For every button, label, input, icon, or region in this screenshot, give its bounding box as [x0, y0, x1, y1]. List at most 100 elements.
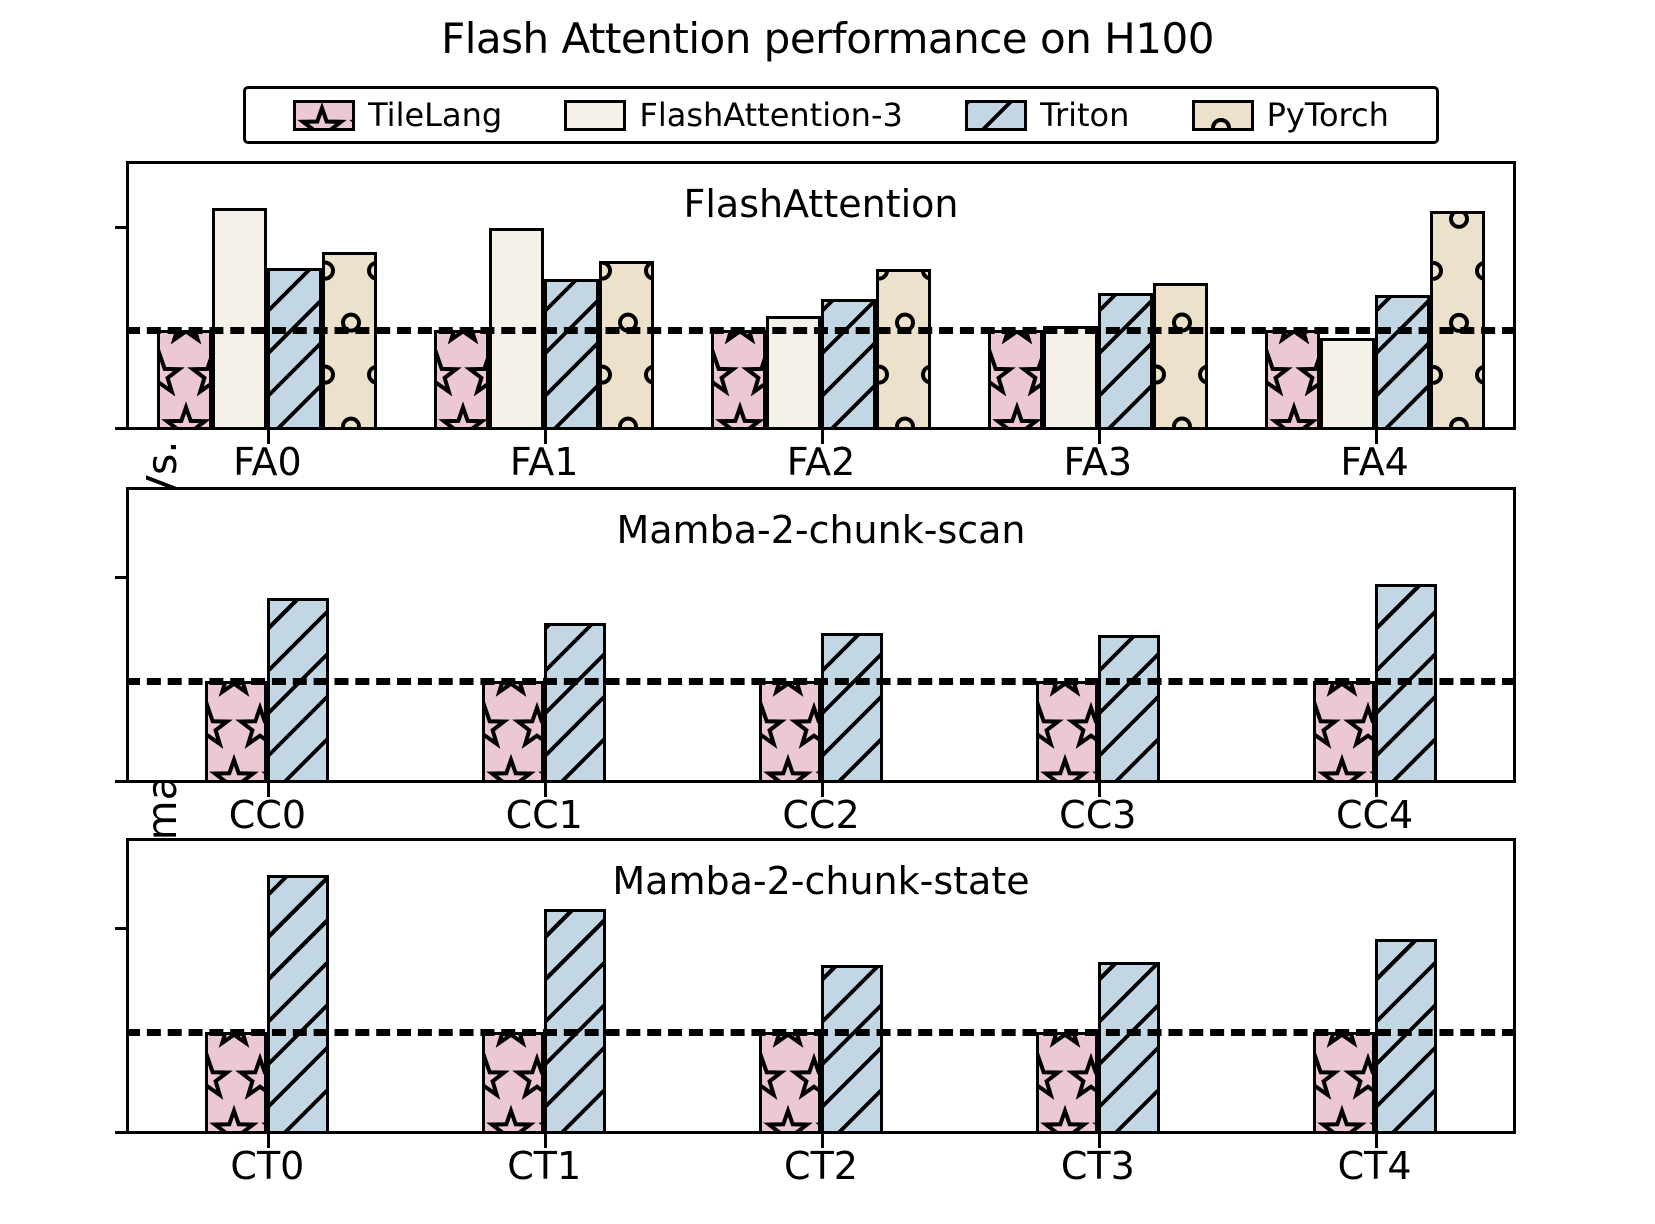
- legend-item-tilelang[interactable]: TileLang: [293, 96, 502, 134]
- reference-line-1x: [126, 678, 1516, 686]
- plot-area: 02CC0CC1CC2CC3CC4: [115, 490, 1516, 837]
- x-tick-label-cc2: CC2: [782, 793, 860, 837]
- x-tick-label-cc0: CC0: [228, 793, 307, 837]
- bar-ct1-triton: [544, 909, 607, 1134]
- x-tick: [821, 1134, 824, 1148]
- x-tick-label-cc1: CC1: [505, 793, 583, 837]
- bar-cc3-tilelang: [1035, 681, 1098, 783]
- x-tick: [267, 430, 271, 444]
- bar-ct4-triton: [1374, 938, 1437, 1134]
- diagonal-hatch: [824, 636, 880, 780]
- x-tick-label-ct3: CT3: [1060, 1144, 1135, 1188]
- diagonal-hatch: [547, 626, 604, 780]
- x-tick-label-fa1: FA1: [509, 440, 579, 484]
- diagonal-hatch: [270, 271, 320, 427]
- diagonal-hatch: [547, 912, 604, 1131]
- bar-fa0-flashattention-3: [212, 208, 268, 430]
- bar-cc2-triton: [821, 633, 883, 783]
- y-tick: [115, 927, 129, 931]
- bar-ct0-triton: [267, 874, 330, 1134]
- bar-fa4-pytorch: [1429, 211, 1485, 430]
- bar-fa2-tilelang: [711, 329, 766, 430]
- x-tick-label-cc3: CC3: [1059, 793, 1137, 837]
- x-tick: [821, 783, 824, 797]
- plot-area: 02CT0CT1CT2CT3CT4: [115, 841, 1516, 1188]
- legend-item-label: FlashAttention-3: [639, 96, 903, 134]
- x-tick: [821, 430, 824, 444]
- bar-ct2-tilelang: [759, 1032, 821, 1134]
- x-tick-label-ct1: CT1: [507, 1144, 582, 1188]
- x-tick: [267, 1134, 271, 1148]
- x-tick-label-fa2: FA2: [786, 440, 856, 484]
- x-tick: [544, 430, 548, 444]
- diagonal-hatch: [1100, 638, 1157, 780]
- y-tick: [115, 427, 129, 430]
- bar-fa4-tilelang: [1264, 329, 1320, 430]
- x-tick-label-ct0: CT0: [230, 1144, 305, 1188]
- swatch-plain-icon: [564, 99, 627, 131]
- subplot-mamba-2-chunk-scan: Mamba-2-chunk-scan02CC0CC1CC2CC3CC4: [115, 487, 1516, 837]
- reference-line-1x: [126, 326, 1516, 334]
- x-tick: [1097, 783, 1101, 797]
- bar-fa3-flashattention-3: [1042, 325, 1098, 430]
- x-tick: [544, 783, 548, 797]
- bar-fa2-triton: [821, 298, 876, 430]
- legend-item-label: PyTorch: [1266, 96, 1389, 134]
- diagonal-hatch: [1377, 941, 1434, 1131]
- diagonal-hatch: [968, 102, 1025, 128]
- reference-line-1x: [126, 1029, 1516, 1037]
- x-tick-label-fa4: FA4: [1340, 440, 1409, 484]
- y-tick: [115, 780, 129, 783]
- swatch-star-hatch-icon: [293, 99, 356, 131]
- diagonal-hatch: [1377, 297, 1427, 427]
- x-tick-label-fa3: FA3: [1063, 440, 1133, 484]
- bar-fa1-tilelang: [434, 329, 490, 430]
- y-tick: [115, 1131, 129, 1134]
- y-tick: [115, 576, 129, 580]
- subplot-mamba-2-chunk-state: Mamba-2-chunk-state02CT0CT1CT2CT3CT4: [115, 838, 1516, 1188]
- diagonal-hatch: [270, 877, 327, 1131]
- diagonal-hatch: [270, 600, 327, 780]
- bar-fa3-triton: [1097, 293, 1153, 430]
- x-tick: [1374, 430, 1378, 444]
- legend-item-label: Triton: [1040, 96, 1130, 134]
- bar-ct3-triton: [1097, 962, 1160, 1134]
- subplot-title: Mamba-2-chunk-scan: [616, 508, 1026, 552]
- chart-title: Flash Attention performance on H100: [441, 14, 1214, 63]
- bar-cc4-tilelang: [1312, 681, 1375, 783]
- diagonal-hatch: [547, 282, 597, 427]
- diagonal-hatch: [824, 301, 873, 427]
- legend-item-triton[interactable]: Triton: [965, 96, 1129, 134]
- bar-fa1-pytorch: [599, 261, 655, 430]
- swatch-diagonal-hatch-icon: [965, 99, 1028, 131]
- subplot-title: Mamba-2-chunk-state: [612, 859, 1030, 903]
- bar-ct4-tilelang: [1312, 1032, 1375, 1134]
- x-tick: [1374, 783, 1378, 797]
- bar-fa0-pytorch: [322, 252, 378, 430]
- legend-item-pytorch[interactable]: PyTorch: [1191, 96, 1389, 134]
- x-tick: [1374, 1134, 1378, 1148]
- subplot-flashattention: FlashAttention02FA0FA1FA2FA3FA4: [115, 161, 1516, 484]
- bar-cc3-triton: [1097, 635, 1160, 783]
- bar-fa4-flashattention-3: [1319, 337, 1375, 430]
- x-tick: [1097, 1134, 1101, 1148]
- chart-legend: TileLang FlashAttention-3 Triton PyTorch: [243, 86, 1439, 144]
- bar-fa0-triton: [267, 268, 323, 430]
- bar-cc0-tilelang: [205, 681, 268, 783]
- x-tick-label-fa0: FA0: [233, 440, 302, 484]
- bar-fa3-tilelang: [987, 329, 1043, 430]
- bar-ct2-triton: [821, 965, 883, 1134]
- bar-cc1-triton: [544, 623, 607, 783]
- x-tick: [544, 1134, 548, 1148]
- bar-fa2-pytorch: [876, 269, 931, 430]
- bar-cc2-tilelang: [759, 681, 821, 783]
- bar-fa2-flashattention-3: [766, 315, 821, 430]
- diagonal-hatch: [1100, 965, 1157, 1131]
- legend-item-label: TileLang: [368, 96, 503, 134]
- x-tick-label-cc4: CC4: [1335, 793, 1414, 837]
- legend-item-flashattention-3[interactable]: FlashAttention-3: [564, 96, 903, 134]
- bar-fa4-triton: [1374, 294, 1430, 430]
- plot-area: 02FA0FA1FA2FA3FA4: [115, 164, 1516, 484]
- x-tick-label-ct2: CT2: [784, 1144, 858, 1188]
